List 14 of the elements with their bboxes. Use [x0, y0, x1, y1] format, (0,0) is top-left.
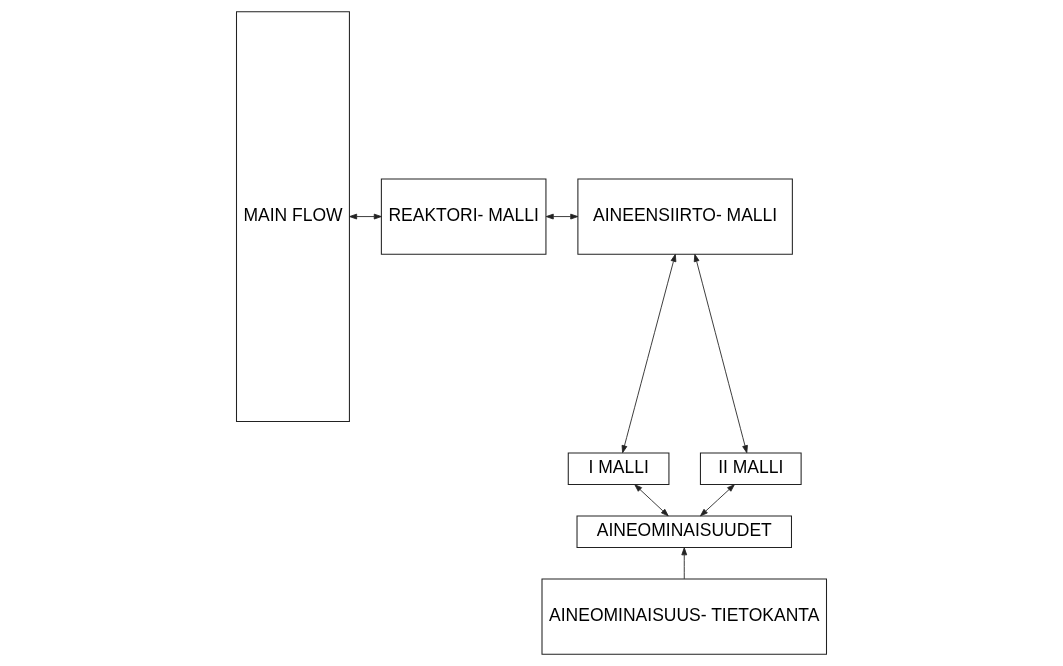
node-box: I MALLI — [567, 452, 670, 485]
node-box: AINEENSIIRTO- MALLI — [577, 178, 793, 255]
arrow — [693, 253, 748, 454]
arrow — [634, 484, 669, 517]
node-box: MAIN FLOW — [235, 11, 350, 422]
node-box: AINEOMINAISUUS- TIETOKANTA — [541, 578, 828, 655]
node-box: AINEOMINAISUUDET — [576, 515, 792, 548]
arrow — [621, 253, 677, 454]
node-box: II MALLI — [699, 452, 802, 485]
arrow — [349, 213, 382, 220]
node-box: REAKTORI- MALLI — [380, 178, 547, 255]
arrow — [545, 213, 579, 220]
arrow — [700, 484, 735, 517]
arrow — [681, 547, 688, 580]
